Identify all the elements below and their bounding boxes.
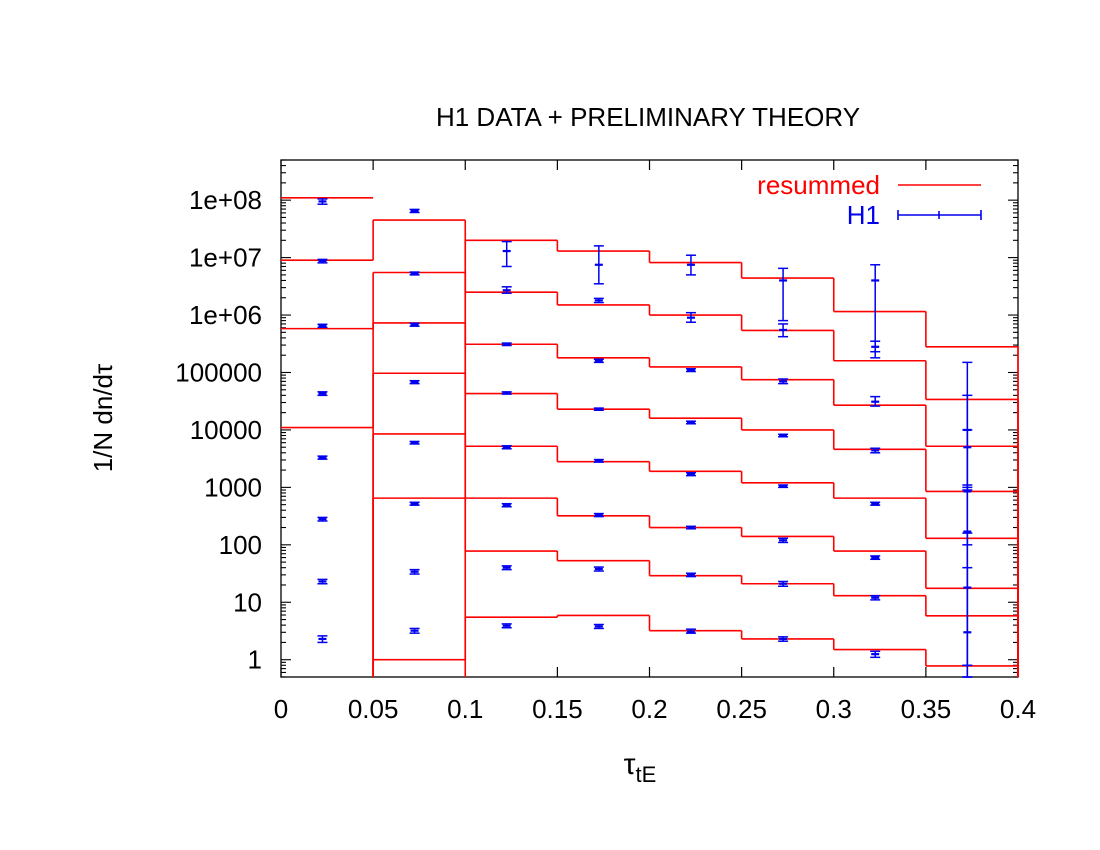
h1-series xyxy=(317,429,973,546)
legend-label-resummed: resummed xyxy=(757,170,880,200)
h1-series xyxy=(317,484,973,667)
h1-series xyxy=(317,566,973,678)
y-tick-label: 100 xyxy=(219,530,262,560)
resummed-series xyxy=(372,433,1019,677)
x-tick-label: 0.2 xyxy=(631,694,667,724)
chart-title: H1 DATA + PRELIMINARY THEORY xyxy=(436,102,860,132)
y-tick-label: 1e+06 xyxy=(189,300,262,330)
resummed-series xyxy=(372,614,1019,677)
y-tick-label: 1000 xyxy=(204,472,262,502)
legend: resummed H1 xyxy=(757,170,982,230)
y-axis-label: 1/N dn/dτ xyxy=(88,363,118,472)
x-axis-label-sub: tE xyxy=(636,762,657,787)
y-tick-label: 10000 xyxy=(190,415,262,445)
h1-series xyxy=(317,322,973,491)
y-tick-label: 10 xyxy=(233,587,262,617)
h1-series xyxy=(317,532,973,678)
x-tick-label: 0.3 xyxy=(816,694,852,724)
plot-area: 0 0.05 0.1 0.15 0.2 0.25 0.3 0.35 0.4 1 10 100 1000 1… xyxy=(175,159,1036,724)
legend-marker-h1 xyxy=(897,210,982,220)
y-tick-label: 1e+07 xyxy=(189,243,262,273)
h1-series xyxy=(317,198,881,359)
y-axis-label-text: 1/N dn/dτ xyxy=(88,363,118,472)
legend-label-h1: H1 xyxy=(847,200,880,230)
x-axis-label: τtE xyxy=(624,748,657,787)
resummed-series xyxy=(281,196,1019,677)
x-tick-label: 0 xyxy=(274,694,288,724)
x-tick-label: 0.35 xyxy=(901,694,952,724)
x-tick-label: 0.15 xyxy=(532,694,583,724)
x-tick-label: 0.25 xyxy=(716,694,767,724)
x-axis-label-main: τ xyxy=(624,748,636,781)
y-tick-label: 1 xyxy=(248,645,262,675)
x-tick-label: 0.1 xyxy=(447,694,483,724)
x-tick-label: 0.4 xyxy=(1000,694,1036,724)
x-tick-label: 0.05 xyxy=(348,694,399,724)
y-tick-label: 1e+08 xyxy=(189,185,262,215)
y-tick-label: 100000 xyxy=(175,357,262,387)
